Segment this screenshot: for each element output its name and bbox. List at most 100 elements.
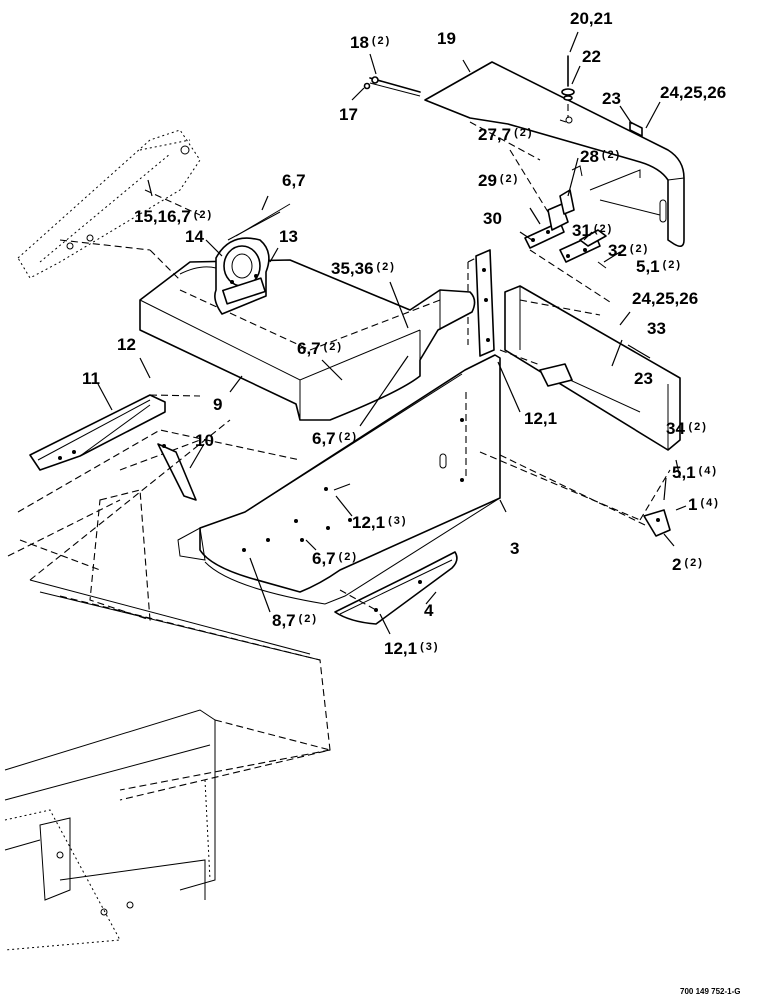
callout-12-1-mid: 12,1 [524, 409, 557, 428]
svg-text:1: 1 [688, 495, 697, 514]
callout-22: 22 [582, 47, 601, 66]
drive-shield-3 [177, 354, 507, 605]
upper-left-frame [17, 129, 201, 281]
svg-text:17: 17 [339, 105, 358, 124]
svg-text:30: 30 [483, 209, 502, 228]
svg-text:(2): (2) [339, 431, 358, 443]
vertical-post [467, 249, 495, 357]
gearbox-support-13 [205, 195, 291, 315]
callout-23-mid: 23 [634, 369, 653, 388]
svg-text:(2): (2) [299, 613, 318, 625]
svg-text:32: 32 [608, 241, 627, 260]
callout-29: 29(2) [478, 171, 517, 190]
callout-5-1-lower: 5,1(4) [672, 463, 718, 482]
svg-text:(3): (3) [388, 515, 407, 527]
svg-text:23: 23 [634, 369, 653, 388]
svg-text:6,7: 6,7 [282, 171, 306, 190]
mounting-outlines [7, 419, 671, 801]
bracket-11 [29, 357, 201, 471]
callout-labels: 18(2) 19 20,21 22 17 23 24,25,26 27,7(2)… [82, 9, 726, 658]
callout-6-7-mid: 6,7(2) [297, 339, 343, 358]
svg-text:34: 34 [666, 419, 685, 438]
svg-text:23: 23 [602, 89, 621, 108]
svg-text:10: 10 [195, 431, 214, 450]
svg-text:20,21: 20,21 [570, 9, 613, 28]
skid-4 [334, 551, 458, 635]
svg-text:18: 18 [350, 33, 369, 52]
svg-text:12: 12 [117, 335, 136, 354]
latch-assembly [509, 149, 621, 303]
callout-27-7: 27,7(2) [478, 125, 533, 144]
svg-text:(2): (2) [663, 259, 682, 271]
figure-id: 700 149 752-1-G [680, 987, 741, 996]
svg-text:27,7: 27,7 [478, 125, 511, 144]
svg-text:3: 3 [510, 539, 519, 558]
svg-text:9: 9 [213, 395, 222, 414]
callout-13: 13 [279, 227, 298, 246]
bracket-2 [643, 459, 687, 547]
callout-19: 19 [437, 29, 456, 48]
svg-text:(2): (2) [372, 35, 391, 47]
svg-text:31: 31 [572, 221, 591, 240]
svg-text:22: 22 [582, 47, 601, 66]
callout-14: 14 [185, 227, 204, 246]
svg-text:11: 11 [82, 369, 100, 388]
top-shield-19 [424, 59, 685, 248]
callout-4: 4 [424, 601, 434, 620]
svg-text:(2): (2) [630, 243, 649, 255]
svg-text:(2): (2) [324, 341, 343, 353]
svg-text:(2): (2) [602, 149, 621, 161]
svg-text:5,1: 5,1 [636, 257, 660, 276]
callout-12-top: 12 [117, 335, 136, 354]
svg-text:(2): (2) [594, 223, 613, 235]
callout-6-7-lower: 6,7(2) [312, 429, 358, 448]
callout-31: 31(2) [572, 221, 613, 240]
svg-text:8,7: 8,7 [272, 611, 296, 630]
svg-text:29: 29 [478, 171, 497, 190]
svg-text:13: 13 [279, 227, 298, 246]
callout-12-1-lower: 12,1(3) [352, 513, 407, 532]
svg-text:(4): (4) [699, 465, 718, 477]
svg-text:(4): (4) [701, 497, 720, 509]
svg-text:6,7: 6,7 [312, 549, 336, 568]
svg-text:(2): (2) [514, 127, 533, 139]
svg-text:(2): (2) [194, 209, 213, 221]
callout-30: 30 [483, 209, 502, 228]
callout-12-1-bottom: 12,1(3) [384, 639, 439, 658]
callout-10: 10 [195, 431, 214, 450]
callout-28: 28(2) [580, 147, 621, 166]
callout-leaders [249, 281, 521, 613]
callout-6-7-top: 6,7 [282, 171, 306, 190]
svg-text:(2): (2) [685, 557, 704, 569]
latch-23-24-25-26-top [619, 101, 661, 137]
svg-text:6,7: 6,7 [312, 429, 336, 448]
svg-text:12,1: 12,1 [352, 513, 385, 532]
callout-32: 32(2) [608, 241, 649, 260]
svg-text:6,7: 6,7 [297, 339, 321, 358]
svg-text:35,36: 35,36 [331, 259, 374, 278]
svg-text:2: 2 [672, 555, 681, 574]
svg-text:12,1: 12,1 [384, 639, 417, 658]
callout-23-top: 23 [602, 89, 621, 108]
svg-text:19: 19 [437, 29, 456, 48]
svg-text:14: 14 [185, 227, 204, 246]
callout-1: 1 (4) [688, 495, 720, 514]
svg-text:15,16,7: 15,16,7 [134, 207, 191, 226]
lower-frame [4, 709, 331, 951]
callout-35-36: 35,36(2) [331, 259, 394, 278]
svg-text:28: 28 [580, 147, 599, 166]
svg-text:33: 33 [647, 319, 666, 338]
pin-17-18 [351, 53, 421, 101]
svg-text:4: 4 [424, 601, 434, 620]
svg-text:(2): (2) [339, 551, 358, 563]
callout-3: 3 [510, 539, 519, 558]
callout-2: 2 (2) [672, 555, 704, 574]
svg-text:12,1: 12,1 [524, 409, 557, 428]
callout-18: 18(2) [350, 33, 391, 52]
svg-text:(3): (3) [420, 641, 439, 653]
callout-11: 11 [82, 369, 100, 388]
callout-17: 17 [339, 105, 358, 124]
svg-text:24,25,26: 24,25,26 [632, 289, 698, 308]
